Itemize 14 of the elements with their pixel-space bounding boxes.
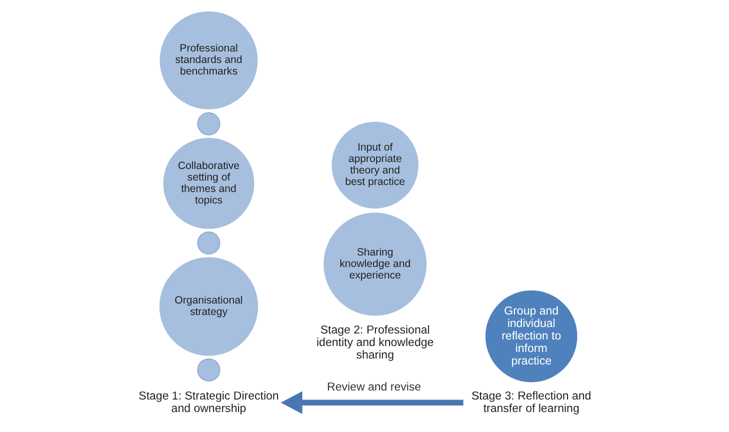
node-text: Stage 3: Reflection and transfer of learning <box>471 390 591 415</box>
edge-label: Review and revise <box>326 381 421 394</box>
node-circle: Sharing knowledge and experience <box>323 212 426 316</box>
node-text: Stage 1: Strategic Direction and ownership <box>138 390 278 415</box>
node-circle <box>196 358 220 382</box>
node-circle <box>196 231 220 255</box>
arrow <box>280 391 463 414</box>
node-text: Stage 2: Professional identity and knowledge sharing <box>316 324 434 362</box>
node-circle <box>196 112 220 136</box>
node-circle: Group and individual reflection to inform practice <box>484 290 577 382</box>
node-circle: Organisational strategy <box>158 257 258 356</box>
node-circle: Professional standards and benchmarks <box>159 11 258 110</box>
node-circle: Collaborative setting of themes and topics <box>162 138 254 229</box>
node-circle: Input of appropriate theory and best practice <box>331 122 418 208</box>
